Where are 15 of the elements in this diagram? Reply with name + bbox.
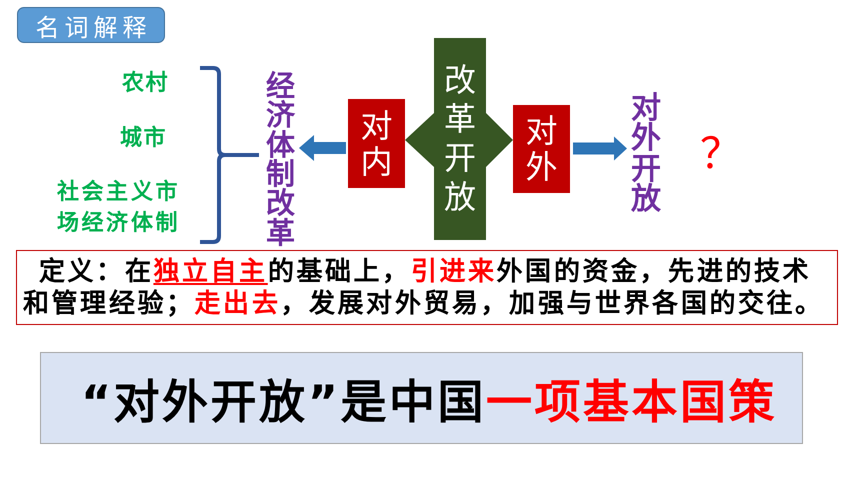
vertical-label: 经济体制改革 bbox=[264, 72, 297, 248]
chevron-arrow bbox=[486, 113, 513, 167]
term-label: 社会主义市场经济体制 bbox=[57, 178, 181, 238]
term-label: 农村 bbox=[122, 70, 169, 98]
title-tag: 名词解释 bbox=[17, 7, 165, 43]
branch-box: 对内 bbox=[348, 99, 405, 188]
statement-box: “对外开放”是中国一项基本国策 bbox=[40, 352, 803, 444]
block-arrow bbox=[299, 135, 346, 161]
question-mark: ？ bbox=[700, 130, 742, 178]
block-arrow bbox=[573, 136, 627, 160]
chevron-arrow bbox=[405, 113, 434, 167]
term-label: 城市 bbox=[120, 125, 167, 153]
branch-box: 对外 bbox=[513, 105, 570, 193]
definition-box: 定义：在独立自主的基础上，引进来外国的资金，先进的技术和管理经验；走出去，发展对外贸易，加强与世界各国的交往。 bbox=[16, 250, 838, 325]
vertical-label: 对外开放 bbox=[630, 92, 662, 217]
